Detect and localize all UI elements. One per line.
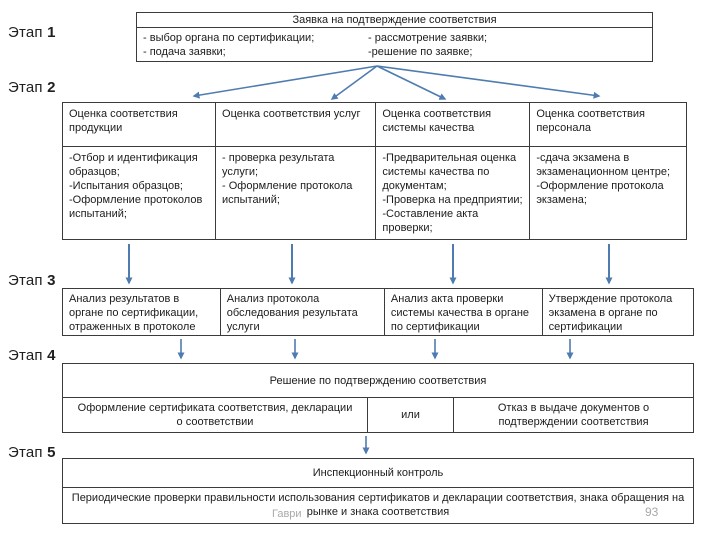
stage-number: 5 [47,444,56,461]
stage-word: Этап [8,272,43,289]
assessment-table-body: -Отбор и идентификация образцов; -Испыта… [63,147,686,239]
stage-label-3: Этап 3 [8,272,56,289]
page-number: 93 [645,505,659,519]
arrow [330,65,378,100]
decision-options: Оформление сертификата соответствия, дек… [63,398,693,432]
decision-issue-cell: Оформление сертификата соответствия, дек… [63,398,368,432]
application-box: Заявка на подтверждение соответствия - в… [136,12,653,62]
inspection-block: Инспекционный контроль Периодические про… [62,458,694,524]
inspection-title: Инспекционный контроль [63,459,693,488]
stage-label-5: Этап 5 [8,444,56,461]
table-body-services: - проверка результата услуги; - Оформлен… [216,147,377,239]
decision-or-cell: или [368,398,454,432]
stage-word: Этап [8,347,43,364]
footer-author-text: Гаври [272,508,302,520]
analysis-cell-quality: Анализ акта проверки системы качества в … [385,289,543,335]
down-arrows-1 [125,244,613,285]
stage-label-4: Этап 4 [8,347,56,364]
analysis-row: Анализ результатов в органе по сертифика… [62,288,694,336]
arrow [192,65,378,99]
stage-number: 1 [47,24,56,41]
decision-refuse-cell: Отказ в выдаче документов о подтверждени… [497,402,650,428]
stage-number: 3 [47,272,56,289]
inspection-body: Периодические проверки правильности испо… [71,492,685,518]
stage-number: 4 [47,347,56,364]
stage-label-2: Этап 2 [8,79,56,96]
stage-word: Этап [8,79,43,96]
assessment-table-header: Оценка соответствия продукции Оценка соо… [63,103,686,147]
application-title: Заявка на подтверждение соответствия [137,13,652,28]
stage-number: 2 [47,79,56,96]
application-right-items: - рассмотрение заявки; -решение по заявк… [368,32,488,58]
table-header-personnel: Оценка соответствия персонала [536,108,645,134]
stage-word: Этап [8,444,43,461]
arrow [376,65,601,99]
down-arrows-2 [177,339,574,360]
table-body-quality: -Предварительная оценка системы качества… [376,147,531,239]
decision-block: Решение по подтверждению соответствия Оф… [62,363,694,433]
table-header-products: Оценка соответствия продукции [63,103,217,146]
application-left-items: - выбор органа по сертификации; - подача… [143,32,315,58]
analysis-cell-products: Анализ результатов в органе по сертифика… [63,289,221,335]
analysis-cell-services: Анализ протокола обследования результата… [221,289,385,335]
fan-arrows [192,65,601,100]
table-header-services: Оценка соответствия услуг [216,103,377,146]
table-body-personnel: -сдача экзамена в экзаменационном центре… [536,152,671,206]
analysis-cell-personnel: Утверждение протокола экзамена в органе … [548,293,673,333]
table-header-quality: Оценка соответствия системы качества [376,103,531,146]
decision-title: Решение по подтверждению соответствия [63,364,693,398]
arrow [376,65,447,100]
stage-word: Этап [8,24,43,41]
table-body-products: -Отбор и идентификация образцов; -Испыта… [63,147,217,239]
stage-label-1: Этап 1 [8,24,56,41]
assessment-table: Оценка соответствия продукции Оценка соо… [62,102,687,240]
